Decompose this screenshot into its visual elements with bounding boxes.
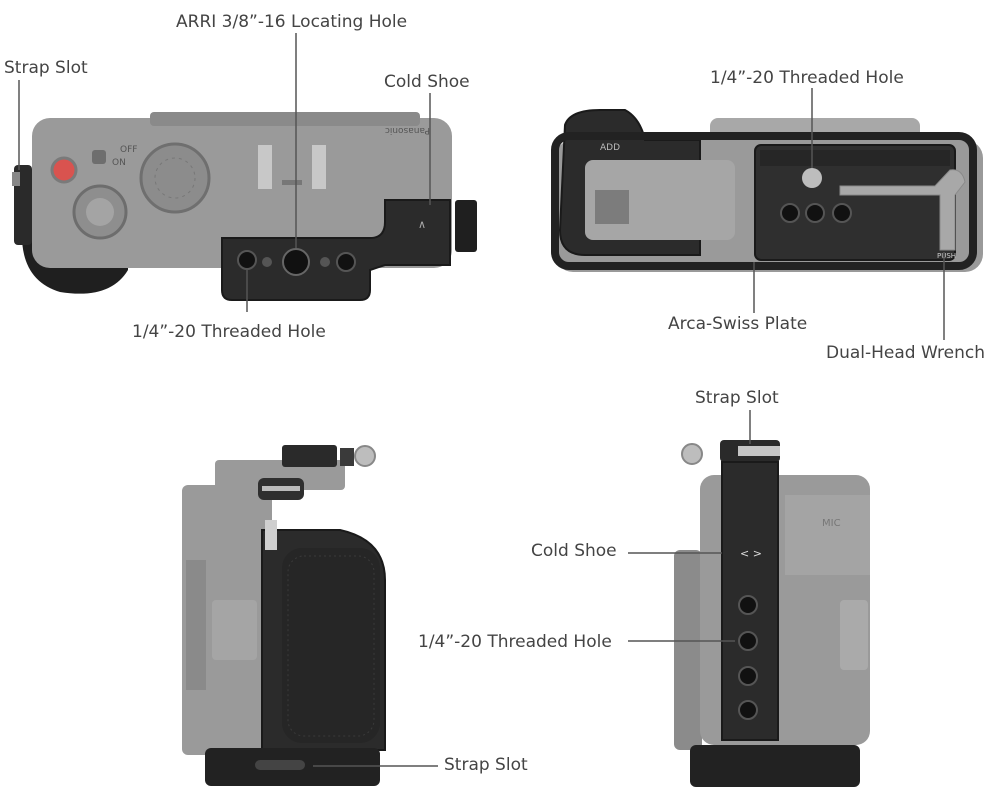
left-threaded-hole-2 [738, 631, 758, 651]
battery-door-latch [595, 190, 629, 224]
arri-locating-hole-icon [282, 248, 310, 276]
grip-view-clamp [340, 448, 354, 466]
bottom-view-cage-frame [551, 132, 977, 270]
left-view-port-door [840, 600, 868, 670]
bottom-threaded-hole-2 [805, 203, 825, 223]
label-arca-swiss-plate: Arca-Swiss Plate [668, 314, 808, 334]
off-marking: OFF [120, 145, 137, 155]
top-strap-slot-screw [12, 172, 20, 186]
top-locating-pin-1 [262, 257, 272, 267]
top-threaded-hole-2 [336, 252, 356, 272]
leather-grip [282, 548, 380, 743]
on-marking: ON [112, 158, 126, 168]
top-cold-shoe-block [455, 200, 477, 252]
leather-grip-texture [287, 555, 375, 737]
arca-plate-groove [760, 150, 950, 166]
label-arri-locating-hole: ARRI 3/8”-16 Locating Hole [176, 12, 408, 32]
grip-view-side-panel [186, 560, 206, 690]
grip-view-top [215, 460, 345, 490]
mode-dial-marks [154, 157, 196, 199]
dual-head-wrench [839, 169, 966, 251]
bottom-threaded-hole-3 [832, 203, 852, 223]
mic-marking: MIC [822, 518, 841, 529]
label-left-cold-shoe: Cold Shoe [531, 541, 617, 561]
hot-shoe-slot [282, 180, 302, 185]
control-wheel-center [86, 198, 114, 226]
mode-dial-icon [139, 142, 211, 214]
push-marking: PUSH [937, 252, 956, 260]
fn-button-icon [92, 150, 106, 164]
label-top-cold-shoe: Cold Shoe [384, 72, 470, 92]
left-threaded-hole-1 [738, 595, 758, 615]
leader-lines [18, 33, 945, 767]
bottom-threaded-hole-top [802, 168, 822, 188]
grip-side-view [182, 445, 386, 786]
label-top-strap-slot: Strap Slot [4, 58, 88, 78]
left-side-view: MIC < > [674, 440, 870, 787]
hot-shoe-rail-right [312, 145, 326, 189]
left-view-lens-ring [674, 550, 702, 750]
grip-view-cold-shoe [282, 445, 337, 467]
grip-view-door [212, 600, 257, 660]
top-view: ON OFF Panasonic ∧ [12, 112, 477, 301]
cold-shoe-arrows-marking: < > [740, 547, 762, 560]
label-left-threaded-hole: 1/4”-20 Threaded Hole [418, 632, 612, 652]
top-view-camera-top-edge [150, 112, 420, 126]
label-dual-head-wrench: Dual-Head Wrench [826, 343, 986, 363]
left-view-base [690, 745, 860, 787]
left-threaded-hole-4 [738, 700, 758, 720]
label-top-threaded-hole: 1/4”-20 Threaded Hole [132, 322, 326, 342]
bottom-view: ADD PUSH [551, 109, 983, 272]
grip-view-strap-slot-bottom [255, 760, 305, 770]
grip-view-screw-icon [354, 445, 376, 467]
add-marking: ADD [600, 143, 620, 153]
left-view-screw-icon [681, 443, 703, 465]
grip-view-strap-slot-line [262, 486, 300, 491]
brand-marking: Panasonic [385, 125, 430, 135]
hot-shoe-rail-left [258, 145, 272, 189]
top-view-camera-body [32, 118, 452, 268]
top-threaded-hole-1 [237, 250, 257, 270]
top-locating-pin-2 [320, 257, 330, 267]
top-arrows-marking: ∧ [418, 218, 426, 231]
left-view-mic-panel [785, 495, 870, 575]
top-view-cage-plate [221, 199, 451, 301]
left-view-strap-slot [738, 446, 780, 456]
grip-view-lens-release [265, 520, 277, 550]
shutter-button-icon [50, 156, 78, 184]
left-threaded-hole-3 [738, 666, 758, 686]
bottom-threaded-hole-1 [780, 203, 800, 223]
label-bottom-threaded-hole: 1/4”-20 Threaded Hole [710, 68, 904, 88]
label-grip-strap-slot: Strap Slot [444, 755, 528, 775]
label-left-strap-slot: Strap Slot [695, 388, 779, 408]
